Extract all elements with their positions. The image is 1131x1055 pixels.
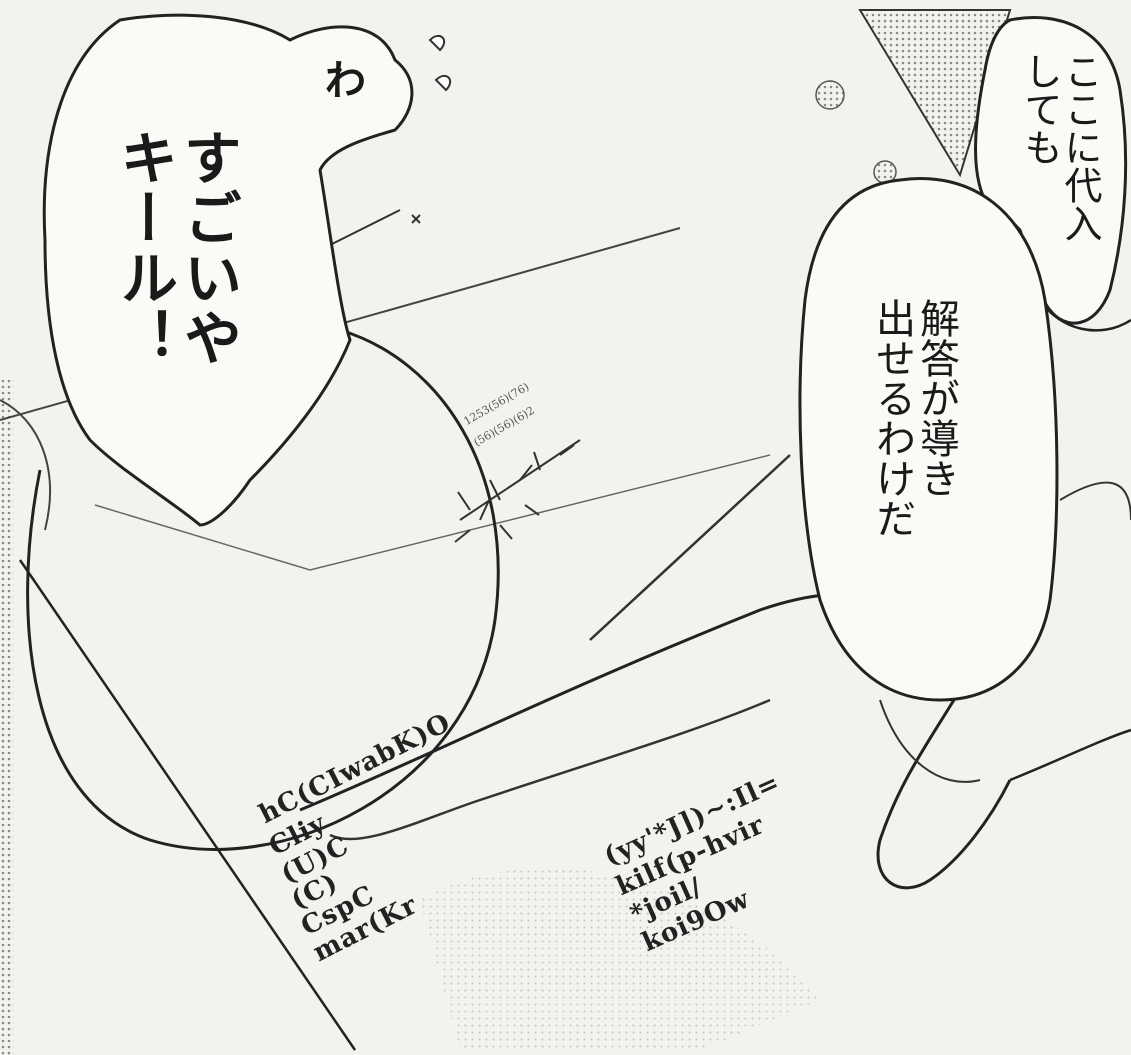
left-edge-tone	[0, 380, 14, 1055]
sweat-drop	[428, 34, 446, 52]
paper-shadow-tone	[420, 868, 820, 1050]
arm-outline	[589, 454, 791, 641]
head-outline	[26, 328, 500, 851]
speech-line: 出せるわけだ	[869, 298, 915, 538]
speech-line: しても	[1018, 52, 1062, 166]
hand-outline	[876, 689, 1012, 890]
hand-outline	[1059, 481, 1131, 521]
hand-outline	[1009, 728, 1131, 782]
arm-outline	[329, 698, 771, 841]
speech-text-top-right: ここに代入 しても	[1018, 52, 1102, 242]
exclaim-text: わ	[318, 58, 367, 100]
head-outline	[0, 399, 51, 531]
paper-edge	[18, 559, 357, 1051]
sprout-doodle	[454, 439, 581, 543]
speech-bubble-left	[42, 13, 414, 527]
hand-outline	[879, 699, 981, 783]
speech-line: キール！	[110, 128, 178, 368]
speech-line: すごいや	[174, 128, 242, 368]
dot-deco	[815, 80, 845, 110]
x-mark	[329, 209, 421, 246]
paper-edge	[94, 454, 771, 571]
speech-text-left: すごいや キール！	[110, 128, 242, 368]
speech-bubble-top-right	[974, 16, 1128, 325]
speech-line: 解答が導き	[913, 298, 959, 498]
speech-bubble-right	[798, 177, 1059, 702]
speech-text-right: 解答が導き 出せるわけだ	[869, 298, 959, 538]
sweat-drop	[434, 74, 452, 92]
speech-line: ここに代入	[1058, 52, 1102, 242]
